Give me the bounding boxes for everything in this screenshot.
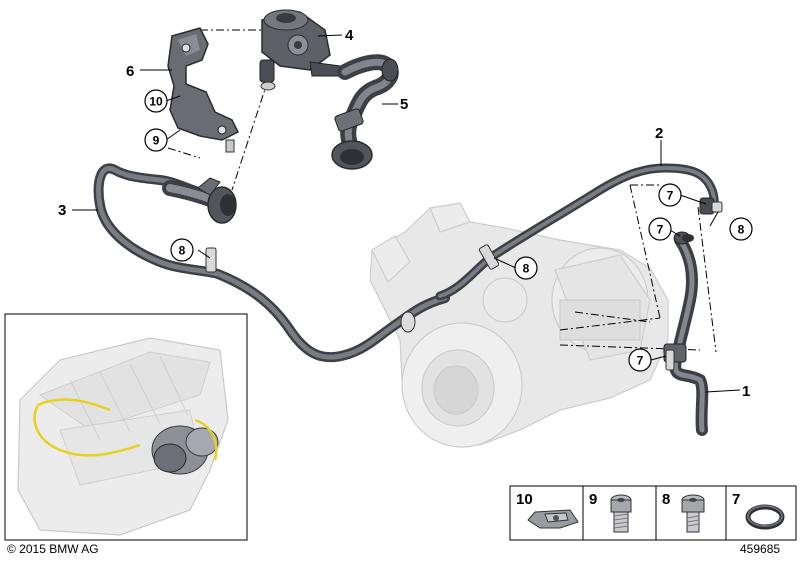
svg-text:7: 7 bbox=[657, 223, 664, 237]
hose-part-2 bbox=[435, 163, 723, 301]
diagram-id: 459685 bbox=[740, 542, 780, 556]
circled-callout-9: 9 bbox=[144, 128, 168, 152]
svg-text:8: 8 bbox=[738, 223, 745, 237]
o-ring-icon bbox=[745, 504, 785, 530]
electric-pump-part-4 bbox=[259, 9, 341, 91]
legend-number-10: 10 bbox=[516, 491, 533, 508]
callout-numbers: 1 2 3 4 5 6 bbox=[58, 27, 750, 400]
turbocharger-ghost bbox=[369, 202, 669, 448]
callout-1: 1 bbox=[742, 383, 750, 400]
torx-bolt-icon bbox=[681, 494, 705, 533]
hose-part-1 bbox=[663, 231, 709, 436]
svg-text:10: 10 bbox=[149, 95, 163, 109]
callout-6: 6 bbox=[126, 63, 134, 80]
callout-leaders bbox=[72, 34, 741, 393]
legend-number-7: 7 bbox=[732, 491, 740, 508]
clip-nut-icon bbox=[527, 509, 579, 529]
callout-5: 5 bbox=[400, 96, 408, 113]
hose-part-3 bbox=[93, 163, 450, 363]
circled-callout-8-right: 8 bbox=[729, 217, 753, 241]
torx-bolt-icon bbox=[610, 494, 632, 533]
legend-number-9: 9 bbox=[589, 491, 597, 508]
circled-callout-7-top: 7 bbox=[658, 183, 682, 207]
svg-text:7: 7 bbox=[637, 354, 644, 368]
circled-callout-8-left: 8 bbox=[170, 238, 194, 262]
svg-text:8: 8 bbox=[179, 244, 186, 258]
hose-part-5 bbox=[331, 54, 399, 170]
circled-callout-7-bottom: 7 bbox=[628, 348, 652, 372]
callout-3: 3 bbox=[58, 202, 66, 219]
circled-callout-8-center: 8 bbox=[514, 256, 538, 280]
copyright-text: © 2015 BMW AG bbox=[7, 542, 99, 556]
callout-4: 4 bbox=[345, 27, 354, 44]
svg-text:9: 9 bbox=[153, 134, 160, 148]
circled-callout-10: 10 bbox=[144, 89, 168, 113]
callout-2: 2 bbox=[655, 125, 663, 142]
engine-overview-inset: © 2015 BMW AG bbox=[4, 313, 248, 556]
legend-number-8: 8 bbox=[662, 491, 670, 508]
bracket-part-6 bbox=[167, 27, 240, 153]
svg-text:8: 8 bbox=[523, 262, 530, 276]
circled-callouts: 7 7 7 8 8 8 9 10 bbox=[144, 89, 753, 372]
circled-callout-7-mid: 7 bbox=[648, 217, 672, 241]
o-ring-and-fittings bbox=[682, 234, 694, 242]
fastener-legend: 10 9 8 7 bbox=[509, 485, 797, 541]
svg-text:7: 7 bbox=[667, 189, 674, 203]
